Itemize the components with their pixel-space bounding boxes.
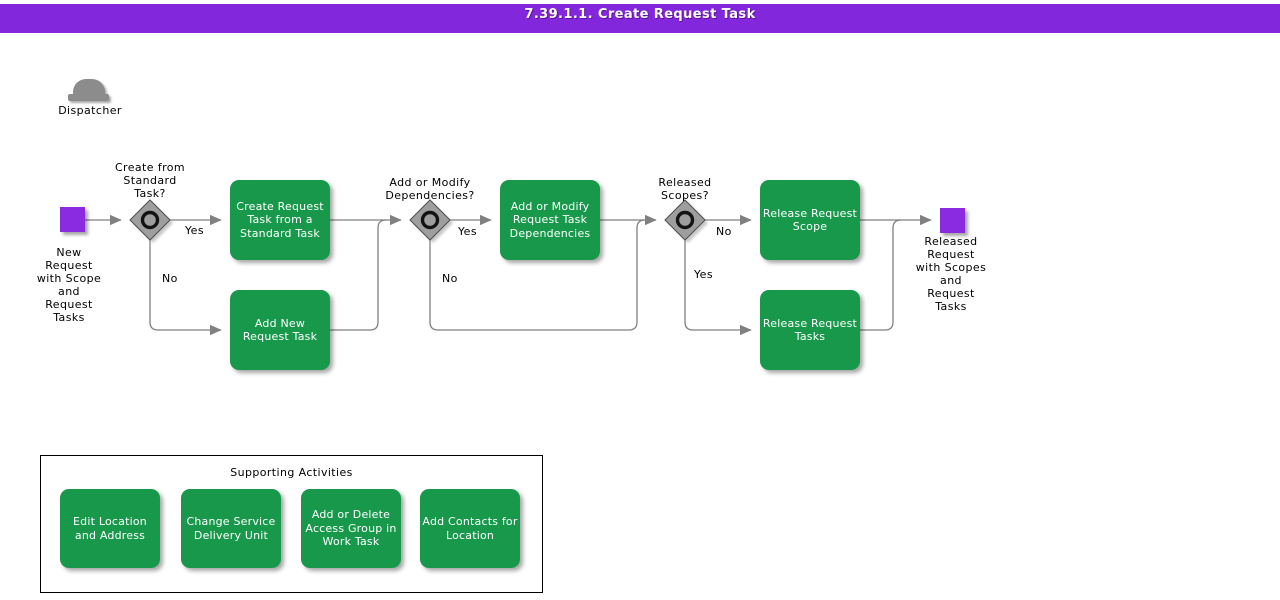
actor-label: Dispatcher bbox=[58, 104, 122, 117]
decision2-yes-label: Yes bbox=[458, 225, 477, 238]
task-add-new-request-task[interactable]: Add New Request Task bbox=[230, 290, 330, 370]
task-add-contacts-for-location[interactable]: Add Contacts for Location bbox=[420, 489, 520, 568]
task-release-request-scope[interactable]: Release Request Scope bbox=[760, 180, 860, 260]
dispatcher-hat-brim-icon bbox=[68, 94, 109, 101]
edge-gateway3-yes bbox=[684, 240, 752, 336]
decision2-label: Add or Modify Dependencies? bbox=[385, 176, 475, 202]
task-add-or-modify-request-task-dependencies[interactable]: Add or Modify Request Task Dependencies bbox=[500, 180, 600, 260]
dispatcher-hat-icon bbox=[73, 79, 105, 96]
decision1-no-label: No bbox=[162, 272, 178, 285]
start-event-label: New Request with Scope and Request Tasks bbox=[36, 246, 102, 324]
decision2-no-label: No bbox=[442, 272, 458, 285]
task-edit-location-and-address[interactable]: Edit Location and Address bbox=[60, 489, 160, 568]
decision3-no-label: No bbox=[716, 225, 732, 238]
decision-add-or-modify-dependencies bbox=[409, 199, 453, 243]
end-event-square bbox=[940, 208, 965, 233]
decision1-yes-label: Yes bbox=[185, 224, 204, 237]
page-title: 7.39.1.1. Create Request Task bbox=[524, 7, 756, 22]
task-change-service-delivery-unit[interactable]: Change Service Delivery Unit bbox=[181, 489, 281, 568]
decision3-label: Released Scopes? bbox=[658, 176, 712, 202]
task-release-request-tasks[interactable]: Release Request Tasks bbox=[760, 290, 860, 370]
supporting-activities-panel: Supporting Activities bbox=[40, 455, 543, 593]
edge-task5-merge bbox=[860, 219, 902, 331]
decision-released-scopes bbox=[664, 199, 708, 243]
start-event-square bbox=[60, 207, 85, 232]
edge-task2-merge bbox=[330, 219, 387, 331]
title-bar: 7.39.1.1. Create Request Task bbox=[0, 4, 1280, 33]
task-add-or-delete-access-group-in-work-task[interactable]: Add or Delete Access Group in Work Task bbox=[301, 489, 401, 568]
supporting-activities-title: Supporting Activities bbox=[230, 466, 353, 479]
decision3-yes-label: Yes bbox=[694, 268, 713, 281]
decision-create-from-standard-task bbox=[129, 199, 173, 243]
edge-gateway1-no bbox=[149, 240, 222, 336]
decision1-label: Create from Standard Task? bbox=[114, 161, 186, 200]
task-create-request-task-from-standard-task[interactable]: Create Request Task from a Standard Task bbox=[230, 180, 330, 260]
end-event-label: Released Request with Scopes and Request… bbox=[915, 235, 987, 313]
